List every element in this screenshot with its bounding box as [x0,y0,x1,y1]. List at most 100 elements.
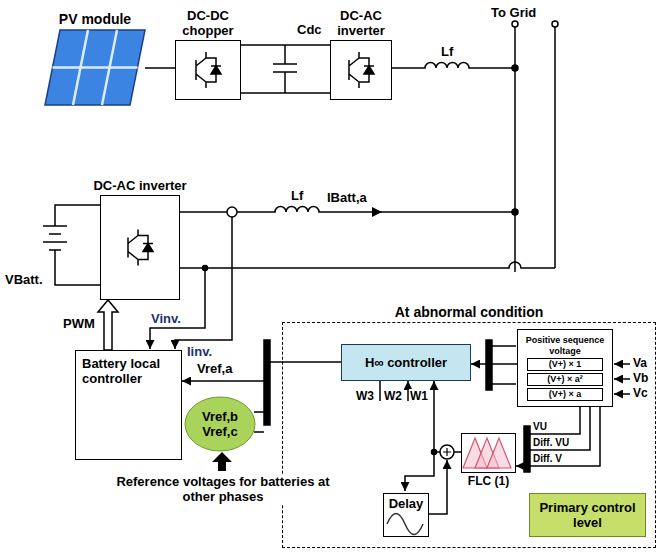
voltage-feedback-wire [150,268,205,349]
grid-terminal [552,21,558,27]
mux-bar [524,426,530,472]
circuit-drawing [43,21,630,535]
demux-outputs [254,412,264,432]
delay-output-wire [428,460,447,514]
signal-label: Vb [632,371,649,386]
signal-label: Va [632,356,648,371]
control-region: At abnormal conditionH∞ controllerPositi… [282,322,656,548]
diode-symbol [211,66,221,74]
neutral-wire [180,262,555,268]
pwm-arrow [98,300,118,350]
pv-panel [45,30,145,105]
switch-symbol [128,230,153,266]
converter-box: DC-DC chopper [175,40,241,100]
grid-lines [515,27,555,272]
junction-dot [512,209,518,215]
pv-cell-lines [53,30,138,105]
signal-label: VBatt. [4,272,44,287]
mux-bar [486,340,492,390]
pointer-arrow [212,452,232,471]
signal-label: To Grid [490,5,537,20]
sequence-term: (V+) × a [527,388,603,401]
delay-input-wire [405,452,434,491]
inverter-box: DC-AC inverter [100,195,180,300]
signal-label: IBatt,a [326,190,368,205]
signal-line [471,363,517,365]
input-arrow [614,363,630,365]
sine-wave [387,514,423,535]
node-text: Battery local controller [82,356,175,386]
switch-symbol [196,52,221,88]
current-sensor [227,207,237,217]
switch-symbol [349,52,374,88]
sequence-block: Positive sequence voltage(V+) × 1 (V+) × … [517,329,613,407]
node-content: H∞ controller [342,345,470,380]
signal-label: Lf [290,188,304,203]
edge-label: Vref,a [196,361,233,376]
node-text: Primary control level [533,500,642,530]
diode-symbol [364,66,374,74]
signal-label: Iinv. [186,344,213,359]
battery-symbol [43,205,100,285]
current-feedback-wire [175,217,232,349]
node-content: Positive sequence voltage(V+) × 1 (V+) × … [518,330,612,406]
signal-label: Vinv. [150,311,182,326]
controller-block: H∞ controller [341,344,471,381]
demux-bar [264,340,270,425]
sum-sign [443,448,451,456]
node-heading: DC-AC inverter [87,178,193,193]
reference-ellipse: Vref,bVref,c [184,396,256,452]
node-content: Vref,bVref,c [184,396,256,452]
node-heading: FLC (1) [448,474,529,488]
sequence-term: (V+) × 1 [527,358,603,371]
signal-label: Reference voltages for batteries at othe… [102,474,344,504]
fuzzy-block: FLC (1) [461,433,516,473]
sum-junction [440,445,454,459]
node-text: Vref,b [202,409,238,424]
node-heading: PV module [31,11,159,27]
node-text: Positive sequence voltage [521,335,609,357]
node-heading: DC-AC inverter [317,8,405,38]
delay-block: Delay [383,493,429,537]
grid-terminal [512,21,518,27]
current-arrow [372,207,382,217]
capacitor-symbol [273,45,297,93]
signal-label: W1 [409,389,429,403]
signal-label: VU [532,421,548,433]
ellipse-shape [185,397,255,451]
signal-label: W2 [383,389,403,403]
node-text: Delay [389,496,424,511]
signal-line [182,362,341,381]
control-level-box: Primary control level [529,493,646,537]
sequence-term: (V+) × a² [527,373,603,386]
node-text: Vref,c [202,424,237,439]
node-content: Primary control level [530,494,645,536]
signal-label: W3 [355,389,375,403]
signal-label: Lf [440,44,454,59]
node-heading: At abnormal condition [269,304,662,320]
signal-label: Cdc [296,22,323,37]
signal-label: Diff. VU [532,437,570,449]
inverter-box: DC-AC inverter [330,40,392,100]
input-arrow [614,393,630,395]
node-content: Battery local controller [76,351,181,459]
junction-dot [512,65,518,71]
inductor-wire [392,63,515,68]
mux-inputs [530,406,590,450]
mux-inputs [492,346,516,384]
node-heading: DC-DC chopper [162,8,254,38]
controller-box: Battery local controller [75,350,182,460]
signal-line [434,381,461,452]
node-content: Delay [384,494,428,536]
diode-symbol [143,244,153,252]
signal-label: Diff. V [532,453,563,465]
edge-label: PWM [62,316,96,331]
pv-module: PV module [45,30,145,105]
input-arrow [614,378,630,380]
node-text: H∞ controller [365,355,447,370]
membership-functions [463,438,511,468]
signal-label: Vc [632,386,649,401]
signal-line [145,67,175,69]
